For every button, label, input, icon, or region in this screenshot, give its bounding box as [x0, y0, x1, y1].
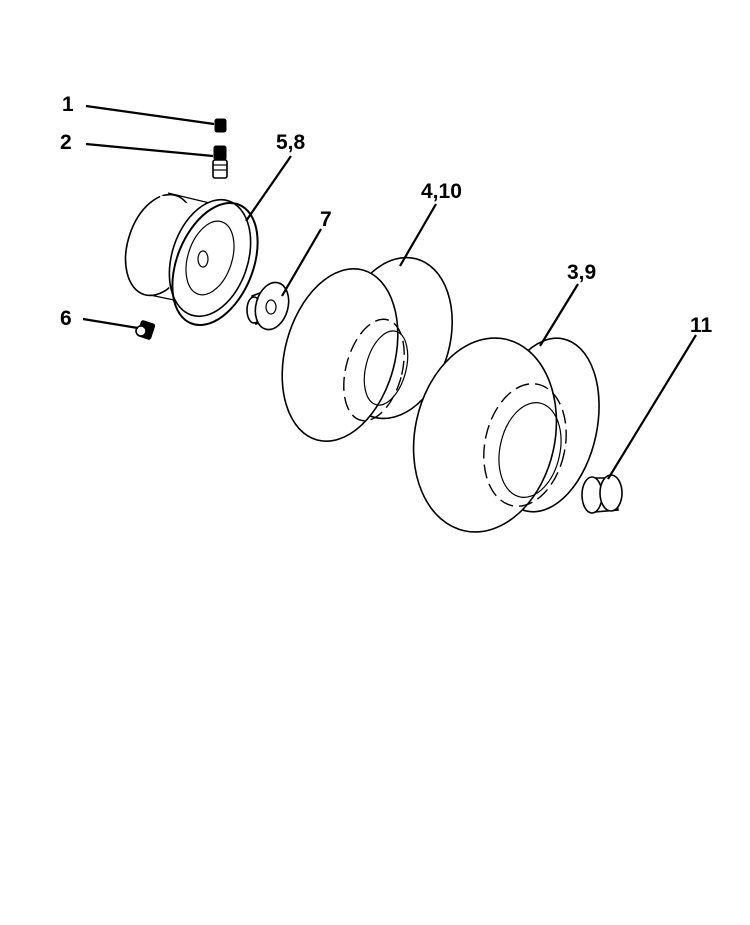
valve-cap — [214, 118, 227, 133]
callout-11: 11 — [690, 314, 713, 337]
callout-5-8: 5,8 — [276, 131, 306, 154]
callout-4-10: 4,10 — [421, 180, 462, 203]
callout-1: 1 — [62, 93, 74, 116]
wheel-rim — [124, 192, 252, 318]
callout-3-9: 3,9 — [567, 261, 596, 284]
seal-ring — [171, 201, 259, 327]
callout-6: 6 — [60, 307, 72, 330]
leader-lines — [82, 104, 697, 480]
tire-front — [281, 256, 454, 442]
valve-stem — [212, 145, 228, 179]
tire-rear — [412, 337, 600, 533]
hub-cap — [581, 474, 623, 514]
wheel-bolt — [135, 320, 156, 340]
callout-2: 2 — [60, 131, 72, 154]
flange-bushing — [246, 281, 290, 331]
callout-7: 7 — [320, 208, 332, 231]
